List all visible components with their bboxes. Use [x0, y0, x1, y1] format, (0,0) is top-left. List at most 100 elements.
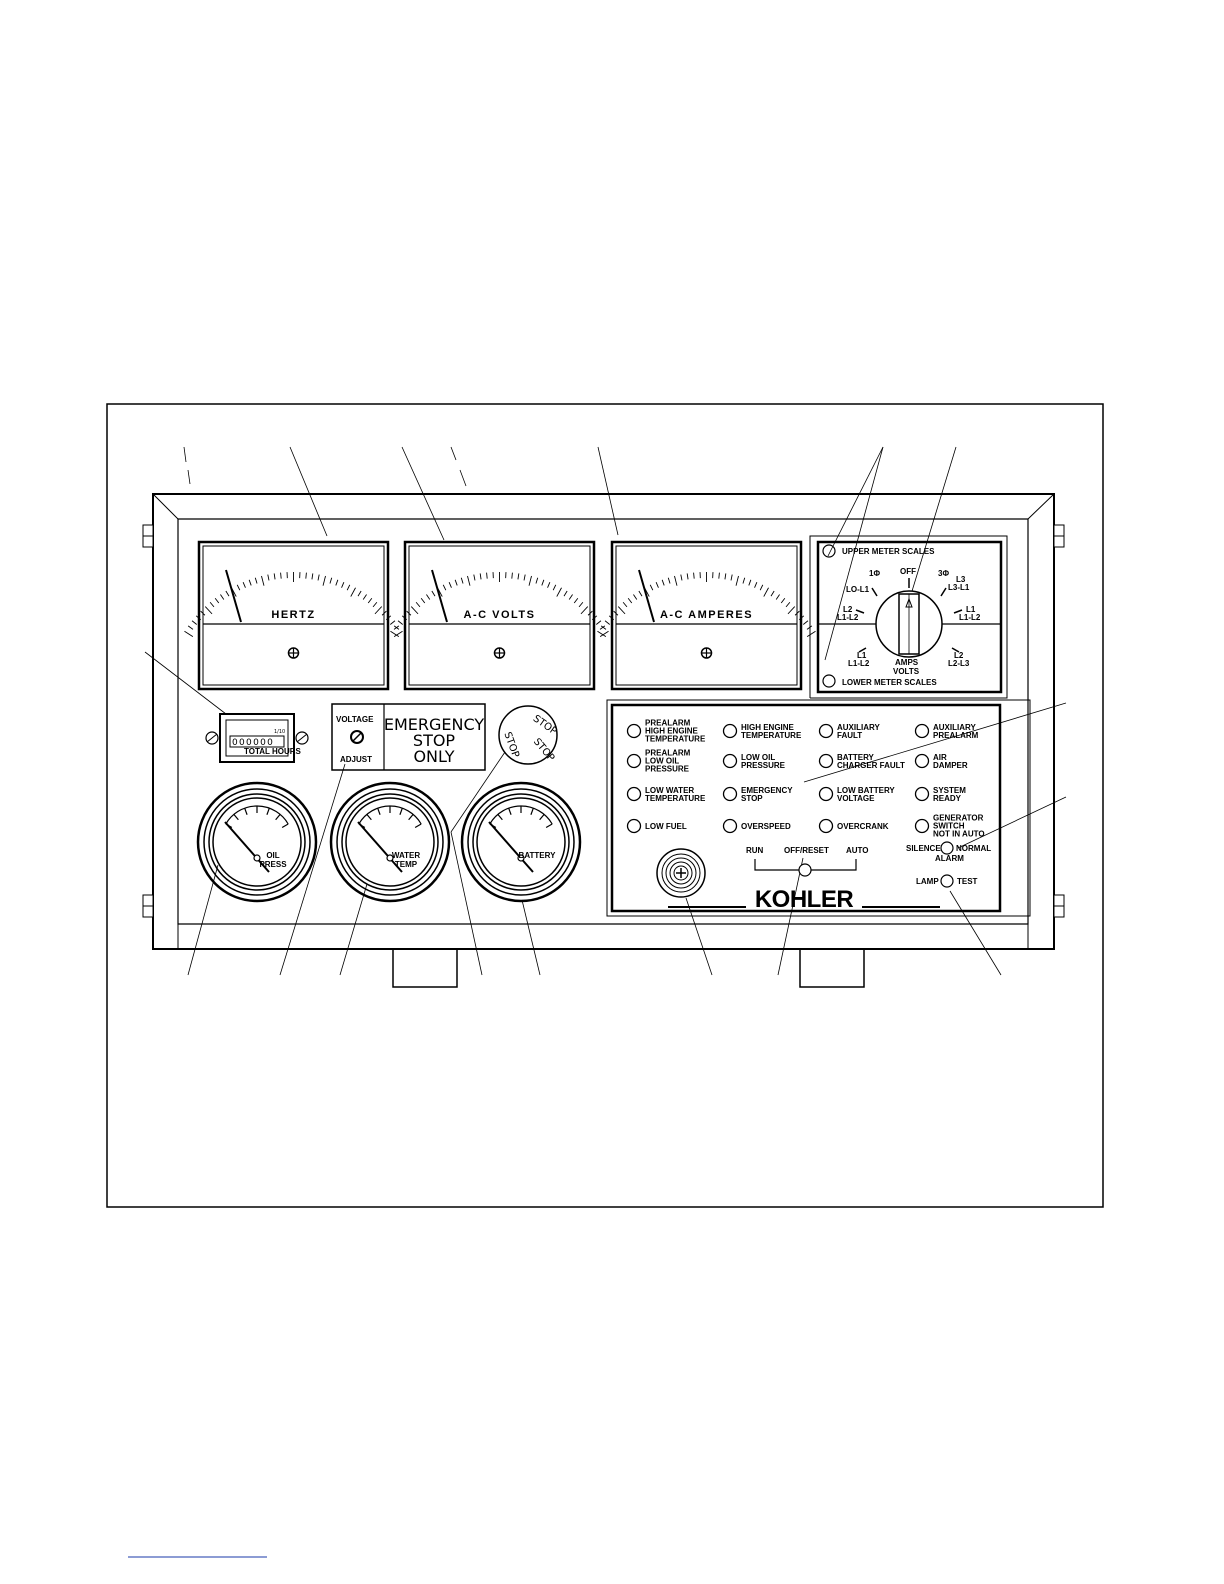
emergency-stop-button[interactable] [498, 705, 558, 765]
meter-scale-tick [806, 625, 813, 630]
zero-adjust-screw[interactable] [700, 647, 713, 659]
meter-scale-tick [473, 574, 476, 581]
meter-scale-tick [674, 575, 678, 586]
meter-scale-tick [335, 579, 339, 586]
meter-scale-tick [341, 581, 345, 588]
indicator-label: PREALARM [645, 749, 691, 758]
meter-scale-tick [547, 581, 551, 588]
zero-adjust-screw[interactable] [287, 647, 300, 659]
meter-scale-tick [578, 601, 584, 608]
indicator-label: VOLTAGE [837, 794, 875, 803]
meter-scale-tick [754, 581, 758, 588]
indicator-label: LOW OIL [645, 757, 679, 766]
indicator-label: HIGH ENGINE [741, 723, 795, 732]
meter-scale-tick [420, 597, 426, 604]
meter-scale-tick [406, 610, 412, 616]
meter-scale-tick [617, 606, 626, 615]
meter-scale-tick [552, 584, 557, 591]
selector-l1l2-bottom-label: L1-L2 [848, 659, 870, 668]
gauge-tick [508, 807, 512, 815]
run-off-auto-switch[interactable] [754, 859, 857, 877]
indicator-label: LOW BATTERY [837, 786, 895, 795]
meter-scale-tick [649, 584, 654, 591]
zero-adjust-screw[interactable] [493, 647, 506, 659]
meter-scale-tick [580, 606, 589, 615]
gauge-tick [233, 814, 239, 821]
meter-scale-tick [627, 597, 633, 604]
selector-l1l2-right-label: L1-L2 [959, 613, 981, 622]
selector-off-label: OFF [900, 567, 916, 576]
meter-selector-switch[interactable] [809, 535, 1008, 699]
meter-scale-tick [573, 597, 579, 604]
meter-needle [225, 569, 242, 623]
lamp-test-switch[interactable] [940, 874, 954, 888]
meter-scale-tick [184, 630, 194, 638]
meter-scale-tick [393, 630, 403, 638]
meter-scale-tick [209, 601, 215, 608]
meter-scale-tick [479, 573, 482, 580]
meter-scale-tick [204, 606, 213, 615]
meter-scale-tick [563, 590, 568, 597]
meter-scale-tick [785, 601, 791, 608]
selector-3phase-label: 3Φ [938, 569, 949, 578]
meter-scale-tick [604, 620, 611, 625]
meter-scale-tick [587, 610, 593, 616]
meter-scale-tick [362, 594, 367, 600]
indicator-label: LOW FUEL [645, 822, 687, 831]
meter-scale-tick [261, 575, 265, 586]
key-switch[interactable] [656, 848, 706, 898]
meter-scale-tick [401, 615, 407, 621]
selector-1phase-label: 1Φ [869, 569, 880, 578]
alarm-silence-switch[interactable] [940, 841, 954, 855]
test-label: TEST [957, 877, 978, 886]
meter-scale-tick [597, 630, 607, 638]
indicator-lamp-14: OVERSPEED [722, 818, 791, 834]
indicator-label: AUXILIARY [933, 723, 976, 732]
upper-meter-scales-label: UPPER METER SCALES [842, 547, 935, 556]
meter-scale-tick [410, 606, 419, 615]
gauge-tick [275, 814, 281, 821]
meter-scale-tick [523, 574, 526, 581]
indicator-label: CHARGER FAULT [837, 761, 905, 770]
indicator-label: STOP [741, 794, 763, 803]
emergency-label-line1: EMERGENCY [384, 715, 485, 734]
alarm-normal-label: NORMAL [956, 844, 991, 853]
meter-scale-tick [311, 573, 314, 580]
meter-scale-tick [667, 577, 671, 584]
indicator-label: DAMPER [933, 761, 968, 770]
indicator-label: NOT IN AUTO [933, 830, 985, 839]
gauge-tick [266, 807, 270, 815]
meter-scale-tick [357, 590, 362, 597]
gauge-tick [530, 807, 534, 815]
round-gauge-3: BATTERY [460, 781, 582, 903]
indicator-label: OVERSPEED [741, 822, 791, 831]
meter-scale-tick [372, 601, 378, 608]
indicator-label: TEMPERATURE [741, 731, 802, 740]
meter-scale-tick [442, 584, 447, 591]
meter-scale-tick [390, 630, 400, 638]
voltage-adjust-knob[interactable] [350, 730, 364, 744]
meter-scale-tick [322, 575, 326, 586]
meter-scale-tick [389, 620, 396, 625]
meter-scale-tick [718, 572, 720, 579]
meter-scale-tick [735, 575, 739, 586]
indicator-label: AIR [933, 753, 947, 762]
meter-scale-tick [431, 590, 436, 597]
meter-scale-tick [780, 597, 786, 604]
analog-meter-3: A-C AMPERES [597, 540, 816, 691]
meter-label: A-C VOLTS [464, 609, 536, 621]
meter-scale-tick [638, 590, 643, 597]
indicator-label: PREALARM [933, 731, 979, 740]
meter-scale-tick [633, 594, 638, 600]
meter-scale-tick [426, 594, 431, 600]
indicator-label: FAULT [837, 731, 862, 740]
cabinet [152, 493, 1055, 988]
meter-scale-tick [367, 597, 373, 604]
indicator-label: LOW OIL [741, 753, 775, 762]
